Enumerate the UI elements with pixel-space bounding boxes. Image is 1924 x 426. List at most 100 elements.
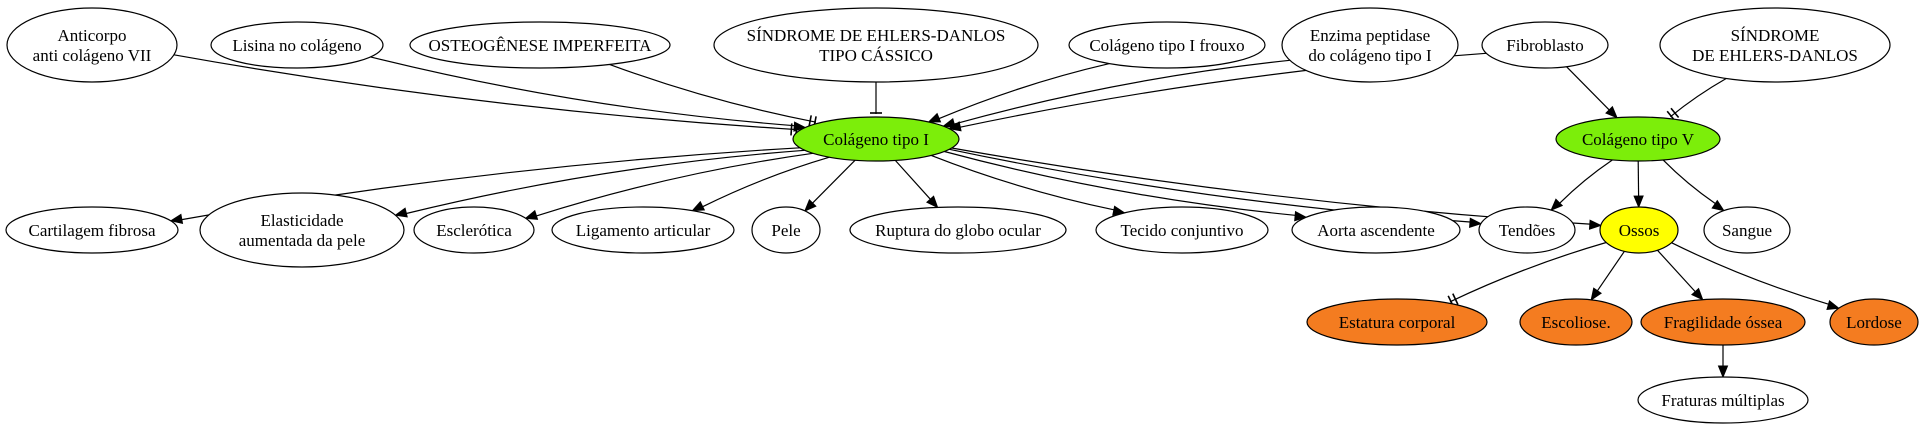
node-ligamento-label-0: Ligamento articular <box>576 221 711 240</box>
node-fraturas-label-0: Fraturas múltiplas <box>1661 391 1784 410</box>
node-lisina: Lisina no colágeno <box>210 21 384 69</box>
edge-ossos-to-fragilidade <box>1657 249 1704 301</box>
node-fibroblasto: Fibroblasto <box>1481 21 1609 69</box>
node-cartilagem-ellipse <box>5 206 179 254</box>
edge-line <box>1559 159 1613 204</box>
arrowhead <box>524 209 539 220</box>
edge-col5-to-sangue <box>1662 159 1725 212</box>
node-ligamento: Ligamento articular <box>551 206 735 254</box>
node-anticorpo-label-0: Anticorpo <box>58 26 127 45</box>
arrowhead <box>1826 299 1841 310</box>
arrowhead <box>1633 195 1644 209</box>
tee-mark <box>1670 107 1680 119</box>
edge-fibroblasto-to-col5 <box>1565 66 1618 119</box>
node-ruptura-ellipse <box>849 206 1067 254</box>
node-esclerotica: Esclerótica <box>413 206 535 254</box>
node-pele: Pele <box>751 206 821 254</box>
edge-sed-classico-to-col1 <box>870 81 882 114</box>
node-lordose-ellipse <box>1829 298 1919 346</box>
edge-col1-frouxo-to-col1 <box>927 63 1110 123</box>
node-col1-ellipse <box>792 116 960 162</box>
arrowhead <box>803 199 817 212</box>
node-lisina-ellipse <box>210 21 384 69</box>
node-enzima-label-0: Enzima peptidase <box>1310 26 1430 45</box>
tee-mark <box>1452 293 1459 305</box>
edge-line <box>1671 242 1829 305</box>
node-elasticidade-label-1: aumentada da pele <box>239 231 366 250</box>
node-enzima-label-1: do colágeno tipo I <box>1308 46 1432 65</box>
node-sangue: Sangue <box>1703 206 1791 254</box>
arrowhead <box>394 207 408 218</box>
arrowhead <box>1588 219 1603 230</box>
edge-line <box>609 63 817 123</box>
edge-line <box>894 159 931 200</box>
arrowhead <box>1590 287 1602 301</box>
arrowhead <box>948 121 962 132</box>
node-fraturas: Fraturas múltiplas <box>1637 376 1809 424</box>
node-ruptura-label-0: Ruptura do globo ocular <box>875 221 1041 240</box>
arrowhead <box>691 200 706 212</box>
edge-col1-to-pele <box>803 159 856 212</box>
node-elasticidade-ellipse <box>199 192 405 268</box>
tee-mark <box>808 115 812 128</box>
edge-line <box>1669 77 1727 118</box>
node-col5-ellipse <box>1555 116 1721 162</box>
node-sed-label-1: DE EHLERS-DANLOS <box>1692 46 1858 65</box>
node-osteogenese-label-0: OSTEOGÊNESE IMPERFEITA <box>429 36 653 55</box>
edge-line <box>702 156 830 208</box>
edge-fragilidade-to-fraturas <box>1717 344 1729 379</box>
edge-col5-to-tendoes <box>1550 159 1613 212</box>
node-col5-label-0: Colágeno tipo V <box>1582 130 1695 149</box>
node-escoliose: Escoliose. <box>1519 298 1633 346</box>
node-estatura-label-0: Estatura corporal <box>1339 313 1456 332</box>
edge-ossos-to-lordose <box>1671 242 1841 310</box>
node-fibroblasto-ellipse <box>1481 21 1609 69</box>
node-estatura-ellipse <box>1306 298 1488 346</box>
node-anticorpo-ellipse <box>6 7 178 83</box>
edge-col1-to-aorta <box>944 150 1308 222</box>
edge-line <box>1565 66 1610 111</box>
node-sed-classico-label-1: TIPO CÁSSICO <box>819 46 933 65</box>
arrowhead <box>1605 105 1618 119</box>
edges-layer <box>169 52 1841 379</box>
node-elasticidade-label-0: Elasticidade <box>260 211 343 230</box>
node-osteogenese-ellipse <box>409 21 671 69</box>
edge-line <box>944 150 1296 216</box>
arrowhead <box>1469 217 1483 229</box>
edge-line <box>406 149 805 215</box>
node-sed-label-0: SÍNDROME <box>1731 26 1820 45</box>
node-ruptura: Ruptura do globo ocular <box>849 206 1067 254</box>
arrowhead <box>1550 198 1564 212</box>
arrowhead <box>1691 287 1704 301</box>
edge-line <box>173 54 798 131</box>
node-tendoes-label-0: Tendões <box>1499 221 1555 240</box>
arrowhead <box>169 213 184 225</box>
node-tendoes-ellipse <box>1478 206 1576 254</box>
edge-col5-to-ossos <box>1633 160 1644 209</box>
edge-line <box>812 159 856 204</box>
edge-lisina-to-col1 <box>370 56 807 132</box>
node-estatura: Estatura corporal <box>1306 298 1488 346</box>
node-tecido: Tecido conjuntivo <box>1095 206 1269 254</box>
node-aorta-ellipse <box>1291 206 1461 254</box>
arrowhead <box>1294 210 1308 222</box>
node-tecido-ellipse <box>1095 206 1269 254</box>
node-osteogenese: OSTEOGÊNESE IMPERFEITA <box>409 21 671 69</box>
edge-line <box>1662 159 1716 205</box>
node-anticorpo-label-1: anti colágeno VII <box>33 46 152 65</box>
node-sangue-label-0: Sangue <box>1722 221 1772 240</box>
node-col1-frouxo: Colágeno tipo I frouxo <box>1068 21 1266 69</box>
edge-ossos-to-escoliose <box>1590 250 1625 301</box>
node-fragilidade: Fragilidade óssea <box>1640 298 1806 346</box>
arrowhead <box>793 121 807 132</box>
node-ossos: Ossos <box>1599 206 1679 254</box>
node-esclerotica-ellipse <box>413 206 535 254</box>
node-fraturas-ellipse <box>1637 376 1809 424</box>
arrowhead <box>927 112 942 123</box>
